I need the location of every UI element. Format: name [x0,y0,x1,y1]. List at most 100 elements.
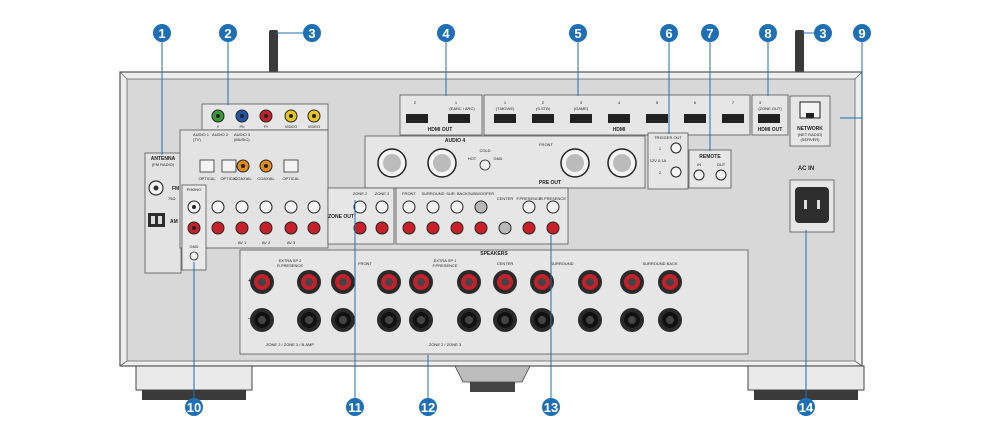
hdmi-in-7-num: 7 [732,100,735,105]
speaker-post-hole [339,316,347,324]
hdmi-section: 2 1 (EARC / ARC) HDMI OUT 1 2 3 4 5 6 7 … [399,94,789,136]
remote-in-label: IN [697,162,701,167]
hdmi-out-1[interactable] [448,114,470,123]
callout-13-text: 13 [544,400,558,415]
phono-section: PHONO GND [181,184,207,271]
audio4-label: AUDIO 4 [445,138,466,144]
speakers-label: SPEAKERS [480,251,508,257]
speaker-post-hole [586,316,594,324]
sp-extra2-label: EXTRA SP 2 [279,258,303,263]
speaker-post-hole [305,316,313,324]
audio1-l-jack[interactable] [211,200,225,214]
foot-center [454,365,531,392]
pre-front-r-jack[interactable] [402,221,416,235]
pre-surround-l-jack[interactable] [426,200,440,214]
pre-center-jack[interactable] [498,221,512,235]
av2-l-jack[interactable] [259,200,273,214]
speaker-post-hole [339,278,347,286]
callout-3b-text: 3 [819,26,826,41]
callout-7 [701,24,719,42]
hdmi-in-5-num: 5 [656,100,659,105]
hdmi-in-6[interactable] [684,114,706,123]
speaker-post-hole [258,316,266,324]
remote-label: REMOTE [699,154,721,160]
callout-11 [346,398,364,416]
audio1-r-jack[interactable] [211,221,225,235]
video1-label: VIDEO [285,124,297,129]
audio1-label: AUDIO 1 [193,132,210,137]
remote-in-jack[interactable] [693,169,705,181]
callout-4 [437,24,455,42]
optical3-jack[interactable] [283,159,299,173]
speaker-post-hole [666,316,674,324]
sp-extra1-sub: F.PRESENCE [432,263,457,268]
av1-l-jack[interactable] [235,200,249,214]
pre-surround-r-jack[interactable] [426,221,440,235]
pre-surback-l-jack[interactable] [450,200,464,214]
trigger-1-jack[interactable] [670,142,682,154]
zone2-l-jack[interactable] [353,200,367,214]
am-terminal[interactable] [148,213,165,227]
hdmi-in-4[interactable] [608,114,630,123]
zone2-r-jack[interactable] [353,221,367,235]
pre-surback-r-jack[interactable] [450,221,464,235]
hdmi-in-1[interactable] [494,114,516,123]
pre-surback-label: SUR. BACK [446,191,468,196]
zone3-l-jack[interactable] [375,200,389,214]
hdmi-earc-label: (EARC / ARC) [449,106,475,111]
pre-rpresence-l-jack[interactable] [546,200,560,214]
hdmi-in-3[interactable] [570,114,592,123]
pre-subwoofer-1-jack[interactable] [474,200,488,214]
network-section: NETWORK (NET RADIO) (SERVER) [789,95,831,147]
xlr-section: AUDIO 4 COLD HOT GND FRONT PRE OUT [364,135,646,189]
component-pb-label: Pb [240,124,246,129]
hdmi-out-2[interactable] [406,114,428,123]
optical1-jack[interactable] [199,159,215,173]
pre-rpresence-label: R.PRESENCE [540,196,566,201]
callout-10 [185,398,203,416]
gnd-terminal[interactable] [189,251,199,261]
audio2-label: AUDIO 2 [212,132,229,137]
optical2-jack[interactable] [221,159,237,173]
coaxial2-label: COAXIAL [257,176,275,181]
trigger-out-section: TRIGGER OUT 1 12V 0.1A 2 [647,132,689,190]
av3-r-jack[interactable] [284,221,298,235]
pre-front-l-jack[interactable] [402,200,416,214]
speaker-post-hole [501,316,509,324]
antenna-label: ANTENNA [151,156,176,162]
hdmi-out-3[interactable] [758,114,780,123]
pre-fpresence-r-jack[interactable] [522,221,536,235]
speaker-post-hole [538,278,546,286]
av4-r-jack[interactable] [307,221,321,235]
component-y-label: Y [217,124,220,129]
hdmi-out-left-label: HDMI OUT [428,127,453,133]
network-sub2: (SERVER) [800,137,820,142]
pre-rpresence-r-jack[interactable] [546,221,560,235]
hdmi-in-ports: 1 2 3 4 5 6 7 (T.MOVIE) (S.STB) (GAME) H… [494,100,744,133]
network-sub1: (NET RADIO) [798,132,823,137]
av1-r-jack[interactable] [235,221,249,235]
callout-2-text: 2 [224,26,231,41]
zone3-r-jack[interactable] [375,221,389,235]
speaker-post-hole [258,278,266,286]
hdmi-in-5[interactable] [646,114,668,123]
ac-inlet[interactable] [795,187,829,223]
av2-r-jack[interactable] [259,221,273,235]
hdmi-in-7[interactable] [722,114,744,123]
callout-2 [219,24,237,42]
network-label: NETWORK [797,126,823,132]
pre-subwoofer-2-jack[interactable] [474,221,488,235]
callout-8-text: 8 [764,26,771,41]
av4-l-jack[interactable] [307,200,321,214]
hdmi-in-2[interactable] [532,114,554,123]
callout-10-text: 10 [187,400,201,415]
pre-fpresence-l-jack[interactable] [522,200,536,214]
remote-out-jack[interactable] [715,169,727,181]
av3-l-jack[interactable] [284,200,298,214]
hdmi-out-port-2: 2 [414,100,417,105]
callout-7-text: 7 [706,26,713,41]
speaker-post-hole [385,316,393,324]
trigger-2-jack[interactable] [670,166,682,178]
pre-center-label: CENTER [497,196,514,201]
zone-out-preout-rca: ZONE 2 ZONE 3 ZONE OUT FRONT SURROUND SU… [327,187,569,245]
